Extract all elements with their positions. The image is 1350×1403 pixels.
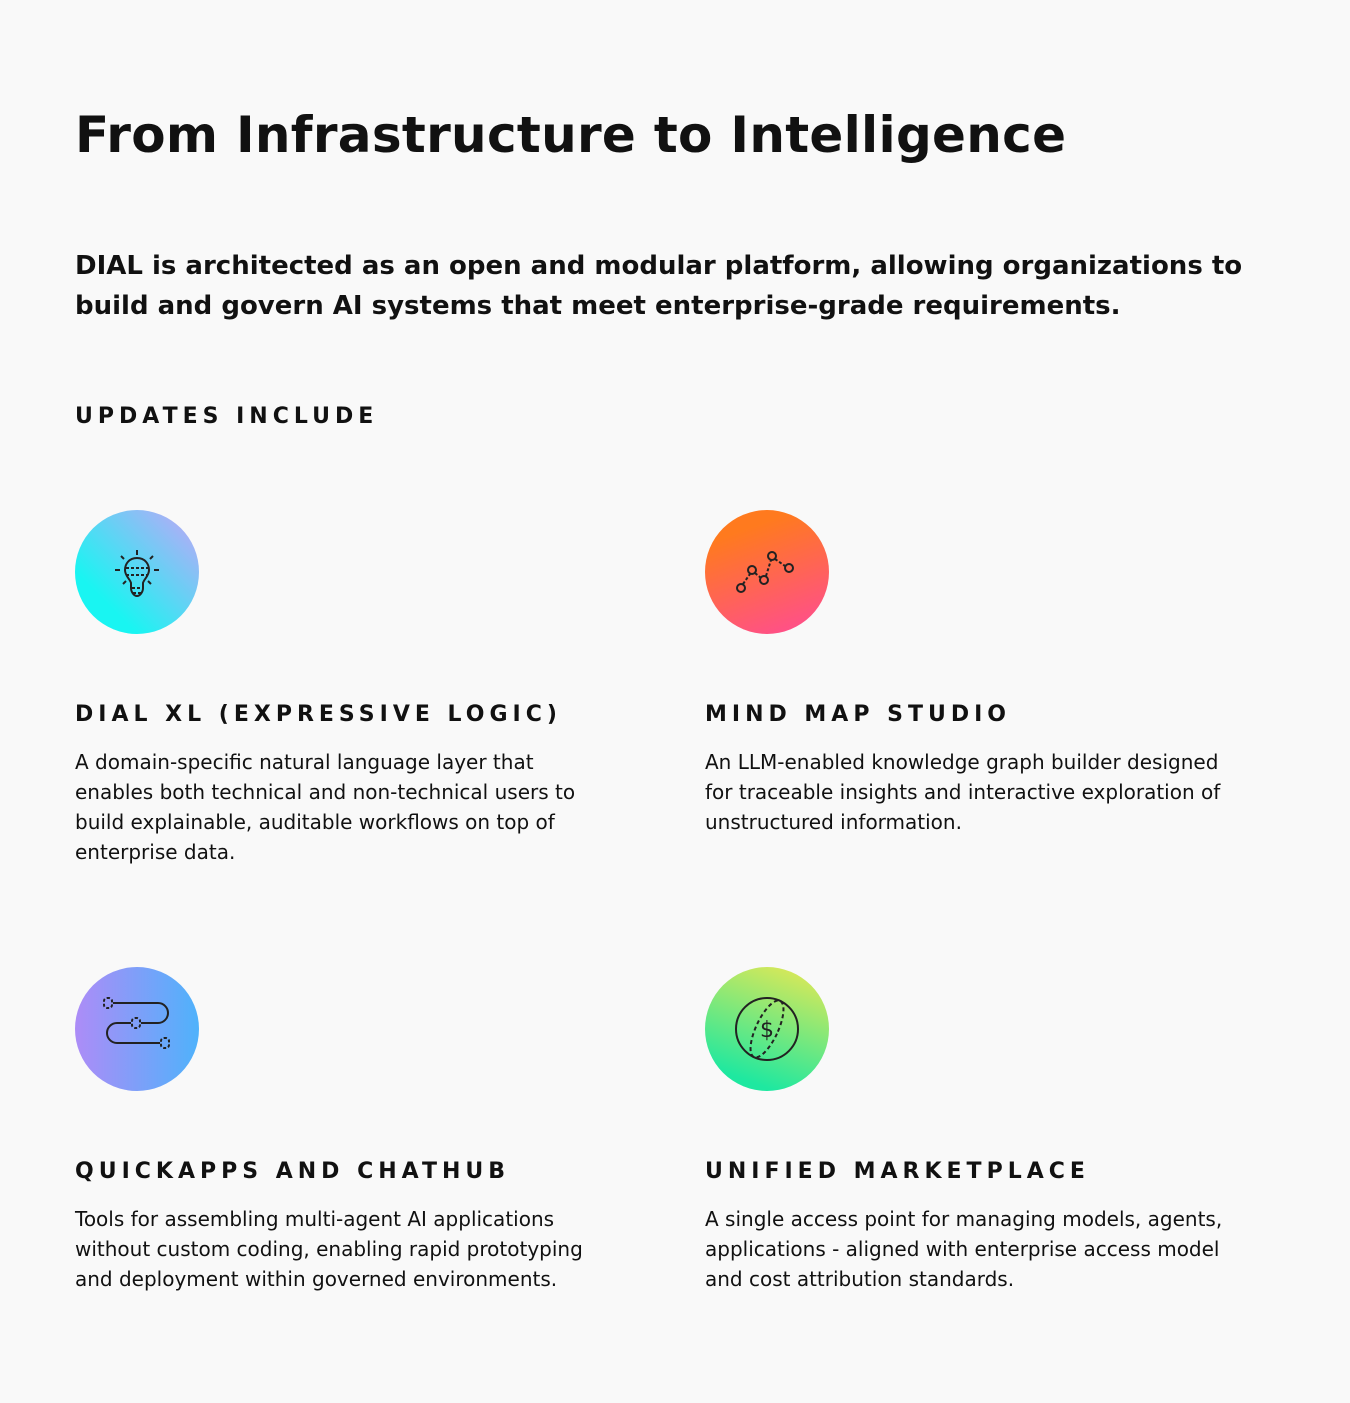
feature-description: A domain-specific natural language layer…: [75, 750, 576, 864]
lightbulb-icon: [75, 510, 199, 634]
feature-title: UNIFIED MARKETPLACE: [705, 1159, 1090, 1184]
feature-card-mind-map-studio: MIND MAP STUDIO An LLM-enabled knowledge…: [705, 510, 1265, 837]
graph-nodes-icon: [705, 510, 829, 634]
intro-text: DIAL is architected as an open and modul…: [75, 251, 1243, 321]
workflow-path-icon: [75, 967, 199, 1091]
coin-dollar-icon: $: [705, 967, 829, 1091]
feature-title: MIND MAP STUDIO: [705, 702, 1011, 727]
feature-title: DIAL XL (EXPRESSIVE LOGIC): [75, 702, 562, 727]
page-title: From Infrastructure to Intelligence: [75, 106, 1067, 164]
feature-card-quickapps-chathub: QUICKAPPS AND CHATHUB Tools for assembli…: [75, 967, 635, 1294]
feature-description: Tools for assembling multi-agent AI appl…: [75, 1207, 583, 1291]
feature-card-dial-xl: DIAL XL (EXPRESSIVE LOGIC) A domain-spec…: [75, 510, 635, 867]
feature-title: QUICKAPPS AND CHATHUB: [75, 1159, 511, 1184]
feature-card-unified-marketplace: $ UNIFIED MARKETPLACE A single access po…: [705, 967, 1265, 1294]
svg-text:$: $: [760, 1018, 774, 1043]
section-label: UPDATES INCLUDE: [75, 404, 379, 429]
feature-description: An LLM-enabled knowledge graph builder d…: [705, 750, 1221, 834]
feature-description: A single access point for managing model…: [705, 1207, 1223, 1291]
